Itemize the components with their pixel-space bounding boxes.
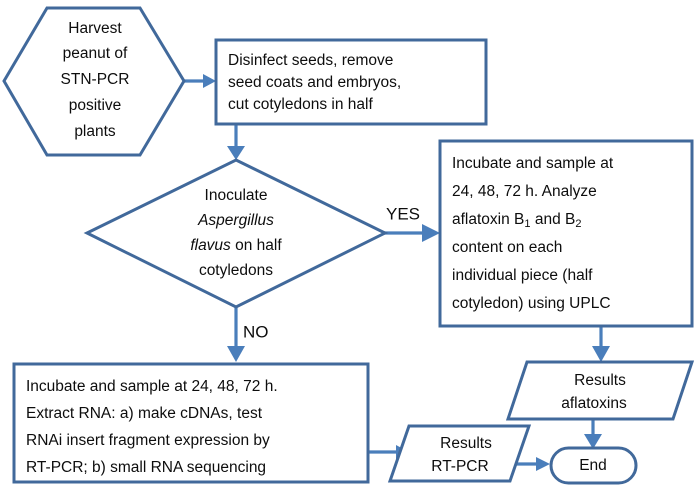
node-results-rtpcr-line-1: RT-PCR (431, 458, 488, 475)
node-harvest-line-4: plants (74, 123, 116, 140)
node-aflatoxin-line-1: 24, 48, 72 h. Analyze (452, 183, 597, 200)
connector-disinfect-to-inoculate (227, 124, 245, 160)
node-rna-line-0: Incubate and sample at 24, 48, 72 h. (26, 378, 278, 395)
node-results-rtpcr[interactable]: Results RT-PCR (387, 424, 532, 483)
edge-label-yes: YES (386, 204, 420, 223)
node-inoculate-line-0: Inoculate (205, 187, 268, 204)
node-rna-line-2: RNAi insert fragment expression by (26, 432, 270, 449)
process-shape (214, 38, 488, 126)
node-aflatoxin-line-3: content on each (452, 239, 562, 256)
aflatoxin-b-label: aflatoxin B (452, 211, 524, 228)
connector-results-aflatoxins-to-end (584, 420, 602, 449)
node-inoculate-line-2: flavus on half (190, 237, 282, 254)
node-disinfect-line-0: Disinfect seeds, remove (228, 52, 393, 69)
connector-inoculate-no (227, 307, 245, 362)
node-harvest-line-0: Harvest (68, 20, 122, 37)
process-shape (438, 139, 694, 328)
node-rna-line-3: RT-PCR; b) small RNA sequencing (26, 459, 266, 476)
node-inoculate[interactable]: Inoculate Aspergillus flavus on half cot… (83, 158, 389, 309)
node-harvest-line-2: STN-PCR (61, 71, 130, 88)
parallelogram-shape (505, 360, 695, 421)
node-end[interactable]: End (549, 446, 638, 485)
node-aflatoxin-line-4: individual piece (half (452, 267, 593, 284)
node-harvest-line-3: positive (69, 97, 122, 114)
connector-results-rtpcr-to-end (516, 457, 550, 471)
hexagon-shape (2, 6, 186, 157)
terminator-shape (549, 446, 638, 485)
node-rna-line-1: Extract RNA: a) make cDNAs, test (26, 405, 263, 422)
node-end-label: End (579, 457, 607, 474)
node-results-aflatoxins-line-1: aflatoxins (561, 395, 627, 412)
diamond-shape (83, 158, 389, 309)
subscript-1: 1 (524, 218, 530, 230)
node-inoculate-line-1: Aspergillus (197, 212, 274, 229)
node-inoculate-line-3: cotyledons (199, 262, 273, 279)
subscript-2: 2 (575, 218, 581, 230)
connector-aflatoxin-to-results (592, 326, 610, 362)
parallelogram-shape (387, 424, 532, 483)
species-name-flavus: flavus (190, 237, 231, 254)
node-aflatoxin-line-5: cotyledon) using UPLC (452, 295, 611, 312)
node-harvest[interactable]: Harvest peanut of STN-PCR positive plant… (2, 6, 186, 157)
node-aflatoxin-assay[interactable]: Incubate and sample at 24, 48, 72 h. Ana… (438, 139, 694, 328)
edge-label-no: NO (243, 322, 269, 341)
node-aflatoxin-line-2-subscripted: aflatoxin B1 and B2 (452, 211, 581, 230)
node-disinfect-line-1: seed coats and embryos, (228, 74, 401, 91)
node-aflatoxin-line-0: Incubate and sample at (452, 155, 614, 172)
node-harvest-line-1: peanut of (63, 45, 128, 62)
node-results-rtpcr-line-0: Results (440, 435, 492, 452)
process-shape (12, 362, 370, 484)
node-results-aflatoxins-line-0: Results (574, 372, 626, 389)
node-disinfect-line-2: cut cotyledons in half (228, 96, 373, 113)
node-results-aflatoxins[interactable]: Results aflatoxins (505, 360, 695, 421)
node-disinfect[interactable]: Disinfect seeds, remove seed coats and e… (214, 38, 488, 126)
node-rna-assay[interactable]: Incubate and sample at 24, 48, 72 h. Ext… (12, 362, 370, 484)
